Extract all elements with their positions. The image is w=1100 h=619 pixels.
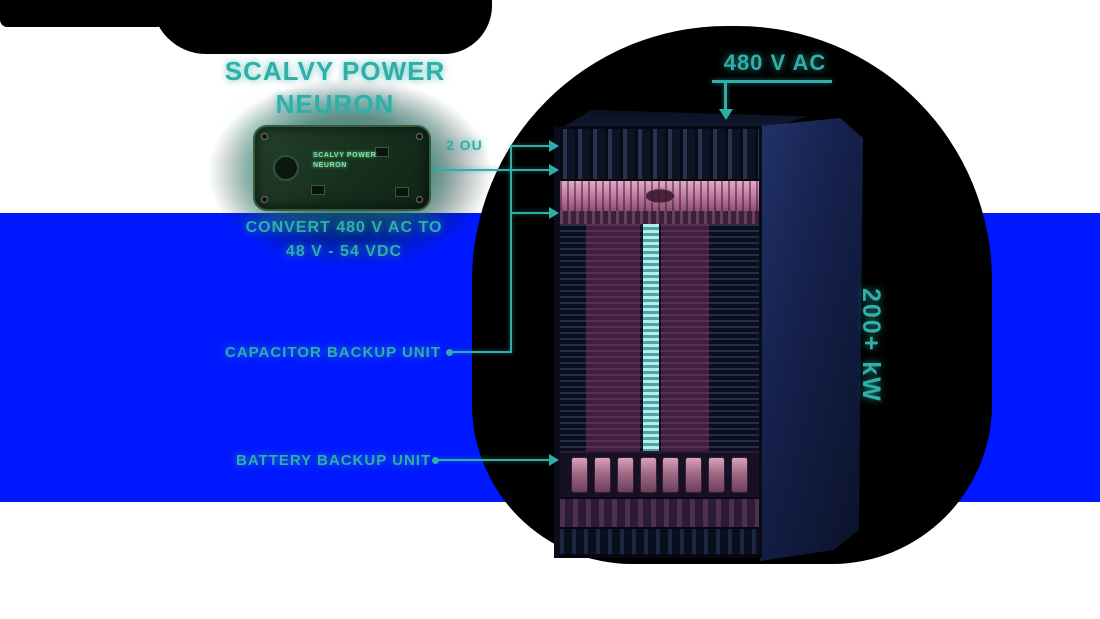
arrow-down-icon <box>719 109 733 120</box>
battery-module <box>593 457 611 493</box>
chip-icon <box>375 147 389 157</box>
rack-vent-strip <box>560 211 759 224</box>
power-neuron-pcb: SCALVY POWER NEURON <box>253 125 431 211</box>
rack-front-face <box>554 126 762 558</box>
capacitor-horizontal-line <box>452 351 512 353</box>
pcb-silkscreen-label: SCALVY POWER NEURON <box>313 152 377 169</box>
converter-note-line2: 48 V - 54 VDC <box>285 243 403 260</box>
converter-note-line1: CONVERT 480 V AC TO <box>245 219 443 236</box>
chip-icon <box>311 185 325 195</box>
callout-dot-icon <box>432 457 439 464</box>
battery-line <box>438 459 550 461</box>
rack-side-panel <box>760 118 863 561</box>
bracket-vertical-line <box>510 145 512 214</box>
rack-psu-row <box>560 497 759 527</box>
arrow-right-icon <box>549 140 559 152</box>
diagram-title: SCALVY POWER NEURON <box>195 55 475 120</box>
arrow-line-middle <box>512 169 550 171</box>
rack-server-slats <box>560 224 759 451</box>
callout-dot-icon <box>446 349 453 356</box>
screw-hole-icon <box>416 196 423 203</box>
screw-hole-icon <box>261 196 268 203</box>
battery-module <box>731 457 748 493</box>
power-rating-label: 200+ kW <box>857 288 885 403</box>
voltage-drop-line <box>724 82 727 110</box>
input-voltage-label: 480 V AC <box>723 50 827 75</box>
capacitor-component-icon <box>273 155 299 181</box>
arrow-right-icon <box>549 454 559 466</box>
rack-height-label: 2 OU <box>446 137 483 153</box>
arrow-right-icon <box>549 164 559 176</box>
capacitor-backup-label: CAPACITOR BACKUP UNIT <box>225 344 442 361</box>
chip-icon <box>395 187 409 197</box>
diagram-title-line1: SCALVY POWER <box>224 56 446 86</box>
battery-module <box>616 457 634 493</box>
rack-capacitor-unit <box>560 181 759 211</box>
screw-hole-icon <box>261 133 268 140</box>
rack-top-face <box>556 110 808 131</box>
rack-fan-row <box>560 129 759 181</box>
pcb-connector-line <box>434 169 512 171</box>
battery-module <box>685 457 703 493</box>
arrow-line-top <box>512 145 550 147</box>
arrow-line-bottom <box>512 212 550 214</box>
diagram-title-line2: NEURON <box>275 88 395 119</box>
background-blob-black-topleft <box>0 0 182 27</box>
rack-bottom-row <box>560 527 759 554</box>
rack-pink-column-left <box>585 224 640 451</box>
converter-note: CONVERT 480 V AC TO 48 V - 54 VDC <box>208 216 480 264</box>
battery-module <box>708 457 726 493</box>
arrow-right-icon <box>549 207 559 219</box>
battery-module <box>570 457 588 493</box>
battery-module <box>639 457 657 493</box>
screw-hole-icon <box>416 133 423 140</box>
capacitor-vertical-line <box>510 214 512 353</box>
rack-battery-unit <box>560 451 759 497</box>
rack-cyan-column <box>641 224 661 451</box>
battery-module <box>662 457 680 493</box>
battery-backup-label: BATTERY BACKUP UNIT <box>236 452 432 469</box>
voltage-underline <box>712 80 832 83</box>
rack-pink-column-right <box>661 224 710 451</box>
